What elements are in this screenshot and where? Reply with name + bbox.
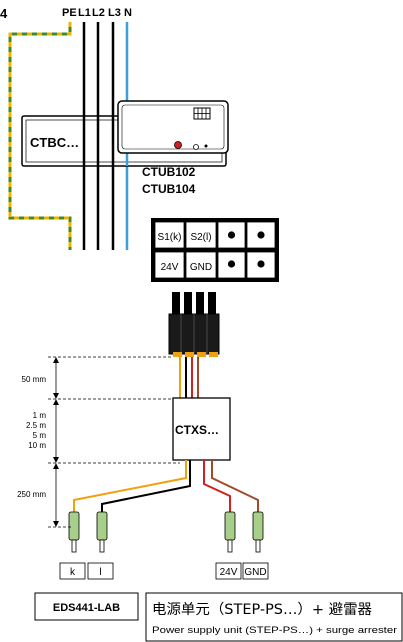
terminal-screw-icon bbox=[257, 260, 265, 268]
terminal-s2l: S2(l) bbox=[190, 232, 211, 243]
ctxs-label: CTXS… bbox=[175, 423, 219, 437]
ferrule-icon bbox=[96, 511, 108, 541]
terminal-24v: 24V bbox=[161, 262, 179, 273]
dimension-lines bbox=[48, 356, 180, 528]
terminal-screw-icon bbox=[227, 231, 236, 239]
ctub-model-2: CTUB104 bbox=[142, 182, 196, 196]
psu-label-cn: 电源单元（STEP-PS…）+ 避雷器 bbox=[152, 602, 372, 618]
ferrule-tip-icon bbox=[227, 539, 233, 553]
pin-label-l: l bbox=[99, 567, 101, 578]
dot-icon bbox=[204, 144, 208, 148]
ctub-module bbox=[117, 100, 229, 154]
ctxs-module bbox=[172, 397, 231, 461]
terminal-block: S1(k) S2(l) 24V GND bbox=[151, 218, 279, 282]
length-option-2: 2.5 m bbox=[26, 421, 46, 430]
pin-labels bbox=[59, 562, 269, 580]
conductor-label-l2: L2 bbox=[92, 7, 105, 19]
figure-number: 4 bbox=[0, 6, 8, 21]
pin-label-k: k bbox=[70, 567, 76, 578]
ferrule-tip-icon bbox=[71, 539, 77, 553]
pin-label-24v: 24V bbox=[220, 567, 238, 578]
length-option-4: 10 m bbox=[28, 441, 46, 450]
length-option-1: 1 m bbox=[33, 411, 47, 420]
wire-ferrules bbox=[68, 511, 264, 553]
eds-label: EDS441-LAB bbox=[53, 602, 120, 614]
status-led-icon bbox=[174, 141, 182, 149]
ferrule-icon bbox=[224, 511, 236, 541]
conductor-label-l1: L1 bbox=[78, 7, 91, 19]
button-icon bbox=[193, 144, 199, 150]
ctbc-label: CTBC… bbox=[30, 135, 79, 150]
upper-cable bbox=[179, 357, 199, 398]
ferrule-icon bbox=[68, 511, 80, 541]
pin-label-gnd: GND bbox=[244, 567, 266, 578]
plug-connector-icon bbox=[168, 292, 220, 357]
ferrule-tip-icon bbox=[99, 539, 105, 553]
ferrule-tip-icon bbox=[255, 539, 261, 553]
psu-box bbox=[145, 592, 403, 642]
terminal-s1k: S1(k) bbox=[158, 232, 182, 243]
terminal-screw-icon bbox=[227, 260, 236, 268]
eds-device-box bbox=[34, 592, 139, 621]
conductor-label-pe: PE bbox=[62, 7, 77, 19]
connector-grid-icon bbox=[193, 107, 211, 120]
ctub-model-1: CTUB102 bbox=[142, 165, 196, 179]
pe-conductor bbox=[8, 22, 72, 250]
conductor-label-n: N bbox=[124, 7, 132, 19]
ferrule-icon bbox=[252, 511, 264, 541]
psu-label-en: Power supply unit (STEP-PS…) + surge arr… bbox=[152, 625, 397, 635]
length-50mm: 50 mm bbox=[22, 375, 47, 384]
length-250mm: 250 mm bbox=[17, 490, 46, 499]
terminal-screw-icon bbox=[257, 231, 265, 239]
terminal-gnd: GND bbox=[190, 262, 212, 273]
lower-cable bbox=[73, 460, 259, 512]
conductor-label-l3: L3 bbox=[108, 7, 121, 19]
length-option-3: 5 m bbox=[33, 431, 47, 440]
